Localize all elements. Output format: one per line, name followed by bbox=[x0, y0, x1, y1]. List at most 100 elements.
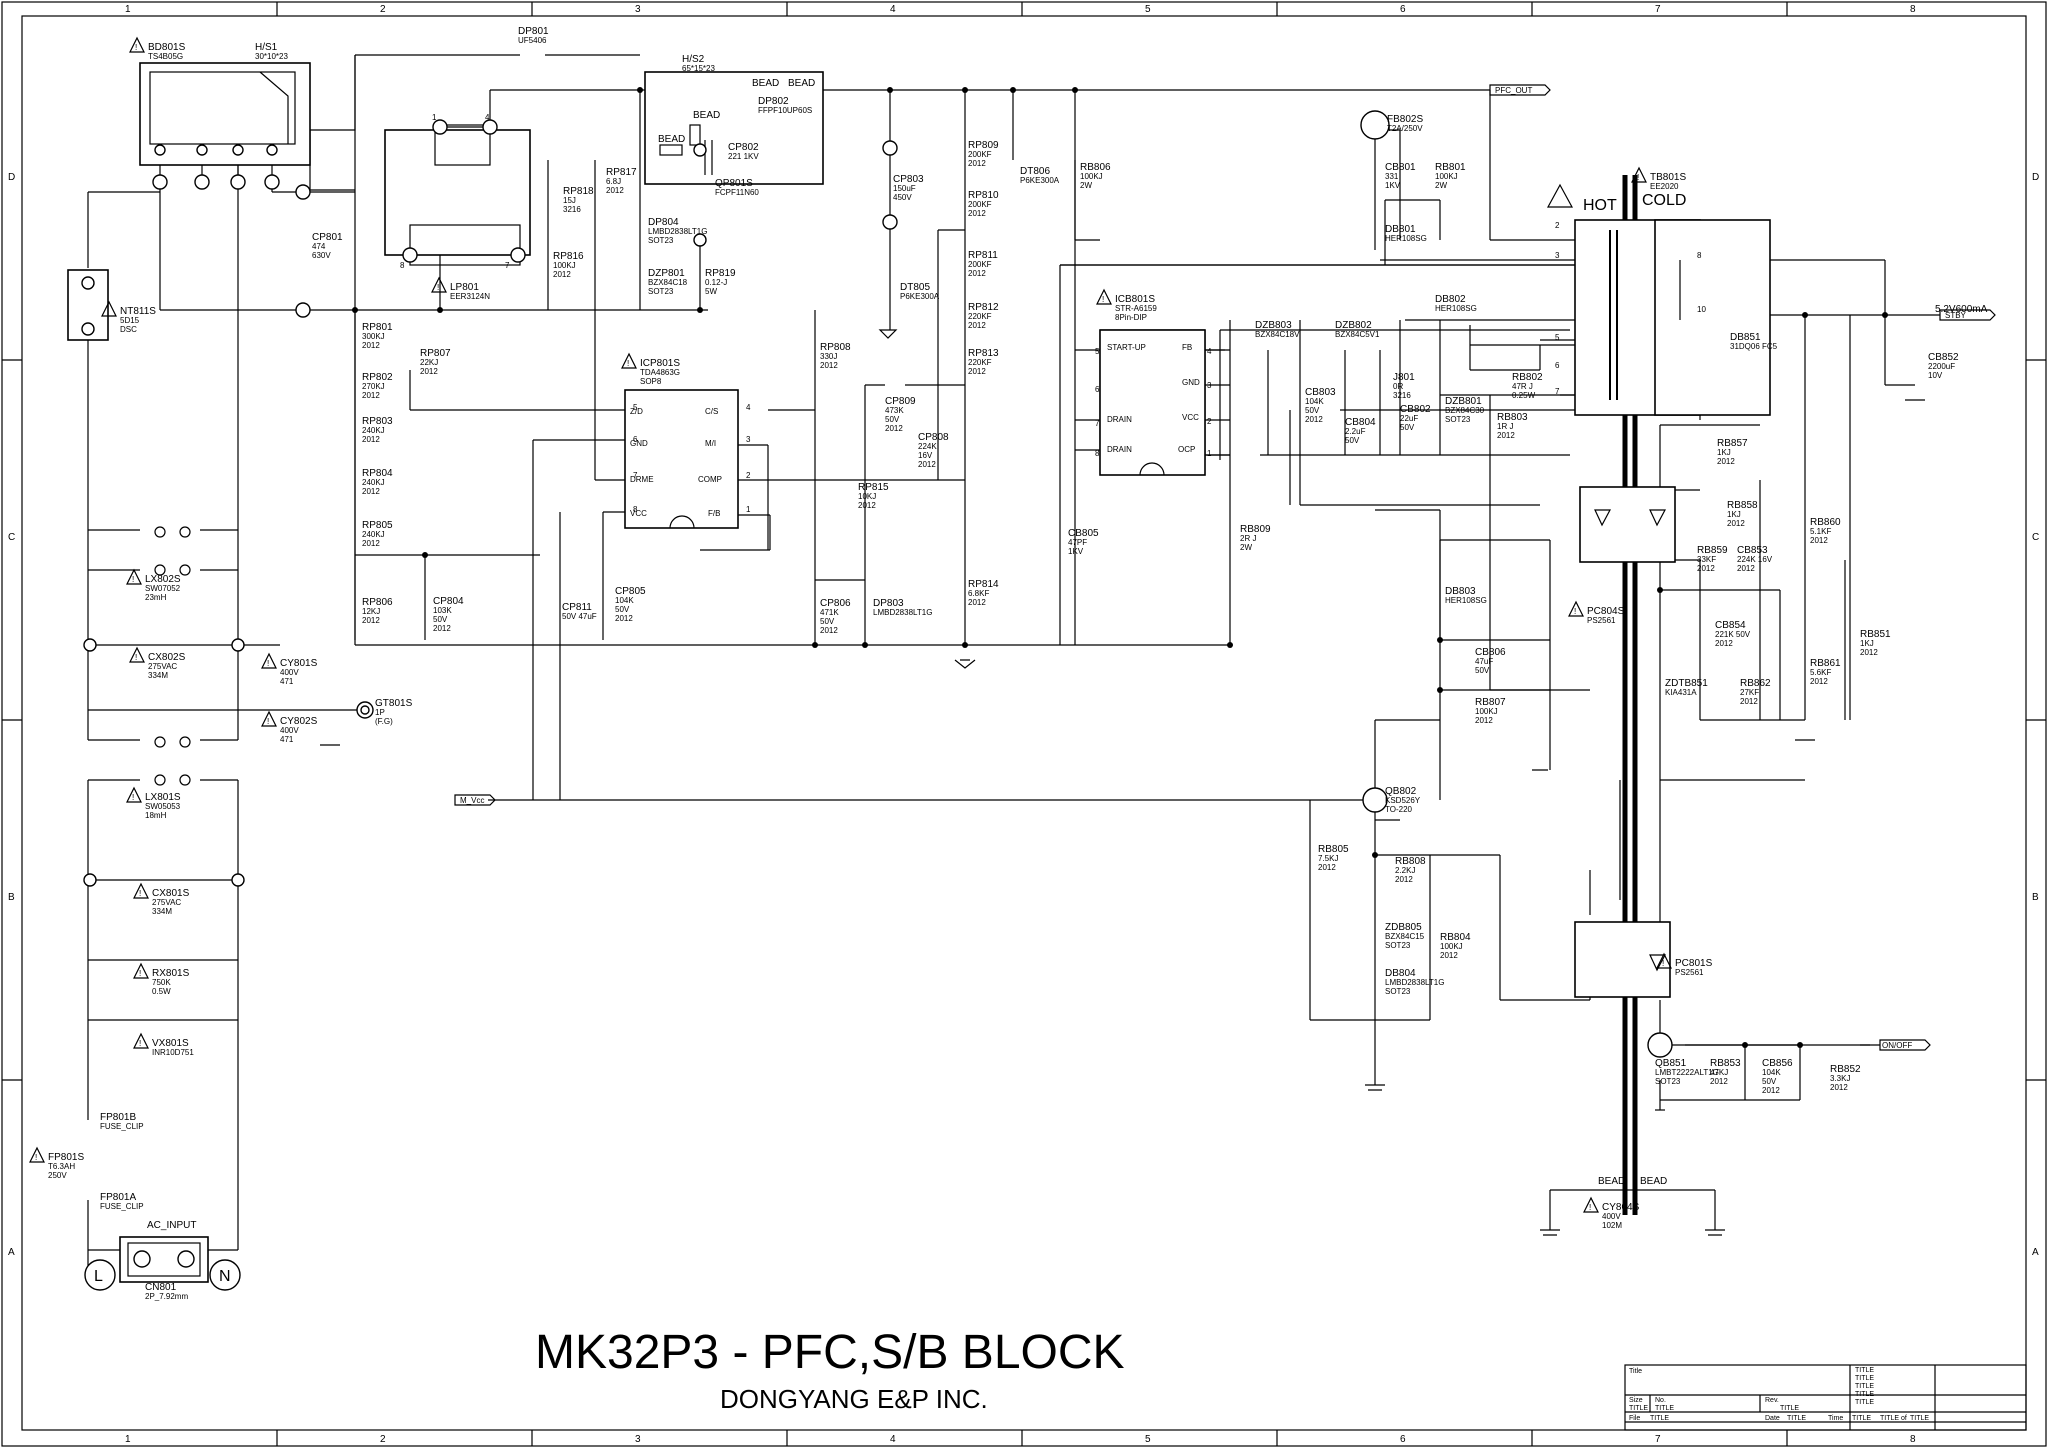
cb854-text-1: 221K 50V bbox=[1715, 630, 1751, 639]
rb858-text-1: 1KJ bbox=[1727, 510, 1741, 519]
rb807-text-1: 100KJ bbox=[1475, 707, 1498, 716]
rb804-text-2: 2012 bbox=[1440, 951, 1458, 960]
warning-icon bbox=[133, 882, 149, 899]
rp819-text-2: 5W bbox=[705, 287, 717, 296]
rb862-text-0: RB862 bbox=[1740, 678, 1771, 689]
cp811-text-1: 50V 47uF bbox=[562, 612, 597, 621]
cb852-text-1: 2200uF bbox=[1928, 362, 1955, 371]
qb851-text-0: QB851 bbox=[1655, 1058, 1687, 1069]
rb862-text-2: 2012 bbox=[1740, 697, 1758, 706]
inductor-lp801 bbox=[384, 129, 531, 256]
grid-col-5: 5 bbox=[1145, 4, 1151, 15]
rp816-text-1: 100KJ bbox=[553, 261, 576, 270]
rp801-text-1: 300KJ bbox=[362, 332, 385, 341]
cb806-text-1: 47uF bbox=[1475, 657, 1493, 666]
dt805-text-1: P6KE300A bbox=[900, 292, 940, 301]
tb-rev-value: TITLE bbox=[1780, 1405, 1799, 1412]
rb806-text-2: 2W bbox=[1080, 181, 1092, 190]
j801-text-1: 0R bbox=[1393, 382, 1403, 391]
warning-icon bbox=[1631, 166, 1647, 183]
rb858-text-0: RB858 bbox=[1727, 500, 1758, 511]
rp806-text-2: 2012 bbox=[362, 616, 380, 625]
icb801s-pin-name: START-UP bbox=[1107, 343, 1146, 352]
zdb805-text-1: BZX84C15 bbox=[1385, 932, 1425, 941]
cb806-text-2: 50V bbox=[1475, 666, 1490, 675]
dp801-text-1: UF5406 bbox=[518, 36, 547, 45]
icp801s-pin-num: 6 bbox=[633, 435, 638, 444]
grid-col-4: 4 bbox=[890, 4, 896, 15]
grounds bbox=[320, 329, 1925, 1236]
vx801s-text-0: VX801S bbox=[152, 1038, 189, 1049]
label-bead4: BEAD bbox=[693, 110, 720, 121]
icb801s-pin-num: 8 bbox=[1095, 449, 1100, 458]
tb-side-entry: TITLE bbox=[1855, 1367, 1874, 1374]
cy802s-text-0: CY802S bbox=[280, 716, 318, 727]
cb856-text-3: 2012 bbox=[1762, 1086, 1780, 1095]
fp801b-text-1: FUSE_CLIP bbox=[100, 1122, 144, 1131]
tb-rev-label: Rev. bbox=[1765, 1397, 1779, 1404]
cp803-text-1: 150uF bbox=[893, 184, 916, 193]
rb804-text-1: 100KJ bbox=[1440, 942, 1463, 951]
rb808-text-1: 2.2KJ bbox=[1395, 866, 1415, 875]
grid-col-bottom-7: 7 bbox=[1655, 1434, 1661, 1445]
hs1-text-0: H/S1 bbox=[255, 42, 278, 53]
rb802-text-0: RB802 bbox=[1512, 372, 1543, 383]
sheet-title: MK32P3 - PFC,S/B BLOCK bbox=[535, 1326, 1125, 1379]
rb806-text-1: 100KJ bbox=[1080, 172, 1103, 181]
cp806-text-1: 471K bbox=[820, 608, 839, 617]
rb859-text-1: 33KF bbox=[1697, 555, 1716, 564]
rp817-text-1: 6.8J bbox=[606, 177, 621, 186]
rp812-text-0: RP812 bbox=[968, 302, 999, 313]
cp809-text-3: 2012 bbox=[885, 424, 903, 433]
cy801s-text-1: 400V bbox=[280, 668, 299, 677]
rp809-text-2: 2012 bbox=[968, 159, 986, 168]
warning-icon bbox=[133, 962, 149, 979]
grid-col-bottom-5: 5 bbox=[1145, 1434, 1151, 1445]
bd801s-text-0: BD801S bbox=[148, 42, 186, 53]
icp801s-pin-name: F/B bbox=[708, 509, 720, 518]
cp808-text-1: 224K bbox=[918, 442, 937, 451]
icb801s-pin-num: 2 bbox=[1207, 417, 1212, 426]
rp812-text-1: 220KF bbox=[968, 312, 992, 321]
rp809-text-1: 200KF bbox=[968, 150, 992, 159]
qb802-text-2: TO-220 bbox=[1385, 805, 1413, 814]
qb851-text-1: LMBT2222ALT1G bbox=[1655, 1068, 1719, 1077]
rb809-text-2: 2W bbox=[1240, 543, 1252, 552]
rp806-text-0: RP806 bbox=[362, 597, 393, 608]
cp803-text-0: CP803 bbox=[893, 174, 924, 185]
cx801s-text-0: CX801S bbox=[152, 888, 190, 899]
rp813-text-1: 220KF bbox=[968, 358, 992, 367]
rb852-text-0: RB852 bbox=[1830, 1064, 1861, 1075]
rp814-text-0: RP814 bbox=[968, 579, 999, 590]
cb804-text-0: CB804 bbox=[1345, 417, 1376, 428]
icb801s-pin-name: VCC bbox=[1182, 413, 1199, 422]
rb804-text-0: RB804 bbox=[1440, 932, 1471, 943]
dzp801-text-1: BZX84C18 bbox=[648, 278, 688, 287]
icb801s-pin-num: 3 bbox=[1207, 381, 1212, 390]
